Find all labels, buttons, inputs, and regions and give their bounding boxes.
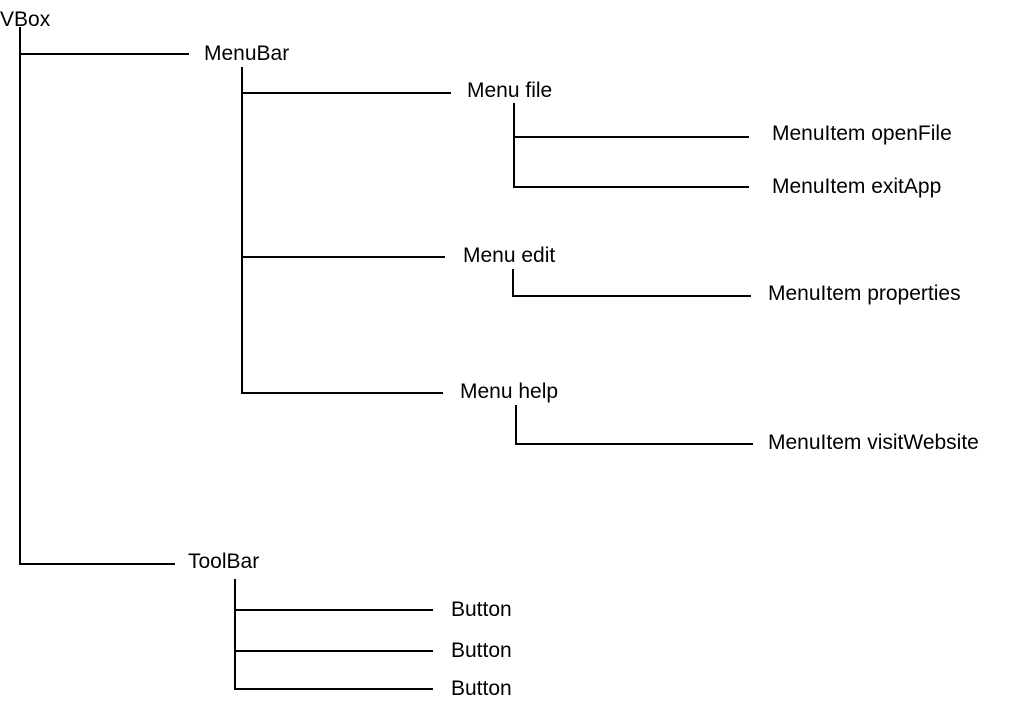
node-menu-help: Menu help	[460, 380, 559, 403]
node-menu-file: Menu file	[467, 79, 553, 102]
node-menuitem-exitapp: MenuItem exitApp	[772, 175, 942, 198]
node-vbox: VBox	[0, 8, 51, 31]
node-toolbar: ToolBar	[188, 550, 260, 573]
node-menuitem-visitwebsite: MenuItem visitWebsite	[768, 431, 979, 454]
node-menu-edit: Menu edit	[463, 244, 556, 267]
node-menuitem-openfile: MenuItem openFile	[772, 122, 952, 145]
node-button: Button	[451, 639, 512, 662]
node-menuitem-properties: MenuItem properties	[768, 282, 961, 305]
node-button: Button	[451, 677, 512, 700]
node-menubar: MenuBar	[204, 42, 290, 65]
node-button: Button	[451, 598, 512, 621]
